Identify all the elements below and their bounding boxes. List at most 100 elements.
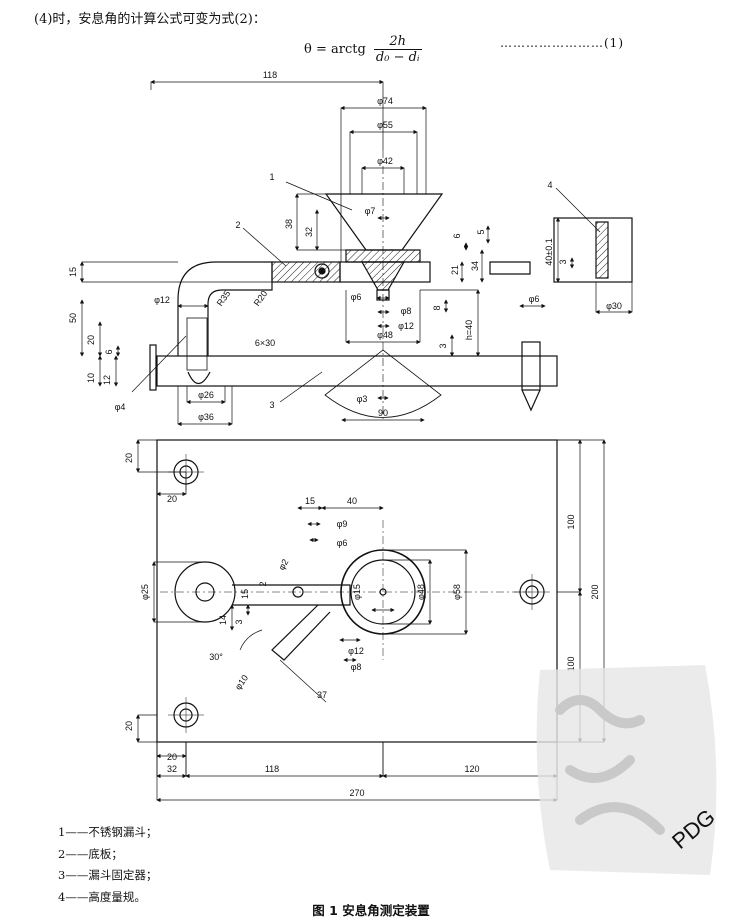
dimension-label: φ15 bbox=[352, 584, 362, 600]
dimension-label: 20 bbox=[167, 752, 177, 762]
dimension-label: 15 bbox=[305, 496, 315, 506]
leader-pin bbox=[131, 335, 187, 393]
legend-item-4: 4——高度量规。 bbox=[58, 889, 146, 904]
dimension-label: R35 bbox=[215, 289, 233, 308]
dimension-label: φ48 bbox=[377, 330, 393, 340]
angle-cone-outline bbox=[324, 349, 442, 418]
formula-lhs: θ = arctg bbox=[304, 42, 366, 57]
dimension-label: 6×30 bbox=[255, 338, 275, 348]
intro-text: (4)时，安息角的计算公式可变为式(2)： bbox=[34, 12, 266, 27]
part-number-2: 2 bbox=[235, 220, 240, 230]
dimension-label: 37 bbox=[317, 690, 327, 700]
dimension-label: φ36 bbox=[198, 412, 214, 422]
angle-arc bbox=[239, 629, 263, 651]
dimension-label: 200 bbox=[590, 584, 600, 599]
legend-item-1: 1——不锈钢漏斗； bbox=[58, 825, 158, 839]
height-gauge-slot bbox=[595, 221, 609, 279]
leader-2 bbox=[242, 227, 287, 267]
dimension-label: 3 bbox=[234, 619, 244, 624]
dimension-label: 20 bbox=[86, 335, 96, 345]
dimension-label: φ12 bbox=[154, 295, 170, 305]
funnel-collar bbox=[345, 249, 421, 263]
leader-3 bbox=[279, 371, 323, 403]
formula: θ = arctg 2h d₀ − dᵢ bbox=[304, 34, 422, 65]
dimension-label: φ8 bbox=[351, 662, 362, 672]
leader-4 bbox=[555, 187, 601, 233]
legend-item-2: 2——底板； bbox=[58, 846, 123, 861]
dimension-label: φ42 bbox=[377, 156, 393, 166]
dimension-label: φ12 bbox=[348, 646, 364, 656]
dimension-label: 5 bbox=[476, 229, 486, 234]
dimension-label: 100 bbox=[566, 514, 576, 529]
dimension-label: φ2 bbox=[276, 557, 290, 571]
dimension-label: 32 bbox=[167, 764, 177, 774]
arm-straight bbox=[232, 584, 351, 606]
dimension-label: 90 bbox=[378, 408, 388, 418]
dimension-label: φ74 bbox=[377, 96, 393, 106]
leveling-screw bbox=[521, 341, 541, 391]
part-number-1: 1 bbox=[269, 172, 274, 182]
formula-numerator: 2h bbox=[373, 34, 422, 50]
dimension-label: 40 bbox=[347, 496, 357, 506]
dimension-label: 50 bbox=[68, 313, 78, 323]
dimension-label: 15 bbox=[240, 589, 250, 599]
dimension-label: 34 bbox=[470, 261, 480, 271]
dimension-label: φ26 bbox=[198, 390, 214, 400]
dimension-label: φ55 bbox=[377, 120, 393, 130]
dimension-label: 12 bbox=[102, 375, 112, 385]
holder-clamp-section bbox=[271, 261, 341, 283]
dimension-label: φ30 bbox=[606, 301, 622, 311]
figure-caption: 图 1 安息角测定装置 bbox=[312, 903, 430, 918]
dimension-label: 100 bbox=[566, 656, 576, 671]
base-plate-elevation bbox=[156, 355, 558, 387]
base-edge bbox=[149, 344, 157, 391]
dimension-label: 6 bbox=[452, 233, 462, 238]
dimension-label: 32 bbox=[304, 227, 314, 237]
dimension-label: φ58 bbox=[452, 584, 462, 600]
height-gauge-block bbox=[553, 217, 633, 283]
dimension-label: 20 bbox=[124, 453, 134, 463]
funnel-cone bbox=[324, 193, 444, 251]
clamp-screw bbox=[314, 263, 330, 279]
gauge-sample bbox=[489, 261, 531, 275]
dimension-label: 30° bbox=[209, 652, 223, 662]
dimension-label: φ6 bbox=[529, 294, 540, 304]
pin-foot bbox=[187, 371, 211, 385]
dimension-label: φ25 bbox=[140, 584, 150, 600]
dimension-label: 6 bbox=[104, 349, 114, 354]
dimension-label: h=40 bbox=[464, 320, 474, 340]
dimension-label: 15 bbox=[68, 267, 78, 277]
legend-item-3: 3——漏斗固定器； bbox=[58, 868, 158, 882]
dimension-label: 2 bbox=[258, 581, 268, 586]
formula-denominator: d₀ − dᵢ bbox=[375, 50, 420, 65]
dimension-label: 120 bbox=[464, 764, 479, 774]
dimension-label: 14 bbox=[218, 615, 228, 625]
arm-angled bbox=[271, 604, 331, 661]
formula-number: ……………………(1) bbox=[500, 36, 624, 50]
dimension-label: 21 bbox=[450, 265, 460, 275]
dimension-label: φ4 bbox=[115, 402, 126, 412]
dimension-label: R20 bbox=[252, 289, 270, 308]
dimension-label: φ6 bbox=[351, 292, 362, 302]
dimension-label: 118 bbox=[263, 70, 277, 80]
part-number-4: 4 bbox=[547, 180, 552, 190]
dimension-label: φ9 bbox=[337, 519, 348, 529]
leveling-screw-tip bbox=[521, 389, 541, 412]
dimension-label: 118 bbox=[265, 764, 279, 774]
dimension-label: φ48 bbox=[416, 584, 426, 600]
dimension-label: 8 bbox=[432, 305, 442, 310]
dimension-label: 3 bbox=[558, 259, 568, 264]
dimension-label: φ8 bbox=[401, 306, 412, 316]
dimension-label: φ6 bbox=[337, 538, 348, 548]
base-plate-plan bbox=[156, 439, 558, 743]
dimension-label: φ12 bbox=[398, 321, 414, 331]
dimension-label: 270 bbox=[349, 788, 364, 798]
dimension-label: φ10 bbox=[233, 673, 250, 692]
locating-pin bbox=[186, 317, 208, 371]
part-number-3: 3 bbox=[269, 400, 274, 410]
dimension-label: 38 bbox=[284, 219, 294, 229]
legend: 1——不锈钢漏斗； 2——底板； 3——漏斗固定器； 4——高度量规。 bbox=[58, 822, 157, 908]
dimension-label: 10 bbox=[86, 373, 96, 383]
